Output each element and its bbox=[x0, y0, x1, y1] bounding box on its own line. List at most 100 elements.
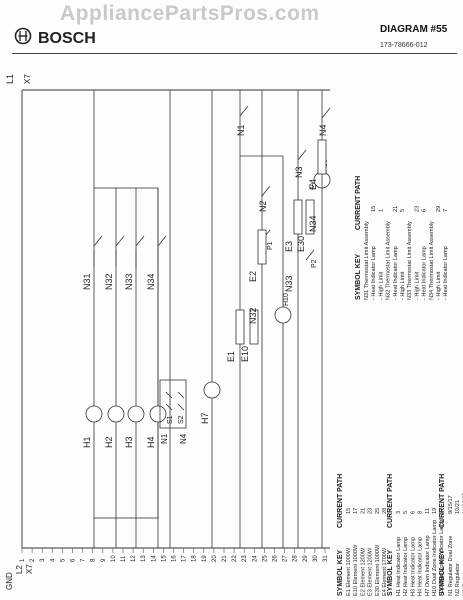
legend-header-path: CURRENT PATH bbox=[355, 176, 362, 230]
lamp-bank bbox=[85, 90, 167, 548]
branch-e4-labels: E4 N4 N34 bbox=[308, 124, 328, 232]
n1-label: N1 bbox=[236, 124, 246, 136]
legend-row-path: 7 bbox=[443, 209, 449, 212]
n34-label: N34 bbox=[146, 273, 156, 290]
n33-label: N33 bbox=[124, 273, 134, 290]
legend-row-path: 21 bbox=[393, 206, 399, 212]
element-e2-icon bbox=[257, 229, 267, 265]
legend-row-label: E30 Element 1000W bbox=[375, 544, 381, 596]
brand-name: BOSCH bbox=[38, 30, 96, 47]
watermark: AppliancePartsPros.com bbox=[60, 2, 320, 25]
legend-row-path: 6 bbox=[422, 209, 428, 212]
branch-e4 bbox=[317, 90, 331, 548]
legend-row-path: 28 bbox=[382, 508, 388, 514]
switch-n32-icon bbox=[115, 235, 125, 266]
legend-row-path: 1 bbox=[378, 209, 384, 212]
legend-row-label: H30 Dual Zone Indicator Lamp bbox=[439, 520, 445, 596]
legend-row-label: E2 Element 1200W bbox=[360, 547, 366, 596]
legend-row-path: 6 bbox=[410, 511, 416, 514]
path-number: 2 bbox=[30, 558, 36, 562]
legend-row-label: N1 Regulator Dual Zone bbox=[448, 536, 454, 596]
switch-n2-icon bbox=[261, 185, 271, 197]
legend-row-path: 19 bbox=[432, 508, 438, 514]
n4-group-label: N4 bbox=[179, 433, 188, 444]
e1-label: E1 bbox=[226, 351, 236, 362]
path-number: 22 bbox=[232, 555, 238, 562]
switch-s1-icon bbox=[165, 391, 173, 411]
branch-e2-labels: E2 N2 N32 bbox=[248, 200, 268, 324]
path-number: 8 bbox=[91, 558, 97, 562]
element-e3-icon bbox=[293, 199, 303, 235]
legend-row-path: 23 bbox=[368, 508, 374, 514]
path-number: 6 bbox=[71, 558, 77, 562]
path-number: 14 bbox=[151, 555, 157, 562]
legend-row-label: E1 Element 1000W bbox=[346, 547, 352, 596]
legend-header-symbol: SYMBOL KEY bbox=[439, 550, 446, 596]
legend-row-label: - Heat Indicator Lamp bbox=[393, 246, 399, 300]
h3-label: H3 bbox=[124, 436, 134, 448]
path-number: 15 bbox=[161, 555, 167, 562]
legend-row-label: H2 Heat Indicator Lamp bbox=[403, 537, 409, 596]
n32-label: N32 bbox=[104, 273, 114, 290]
lamp-h7-icon bbox=[203, 381, 221, 399]
lamp-h2-icon bbox=[107, 405, 125, 423]
path-number: 27 bbox=[283, 555, 289, 562]
oven-lamp-branch bbox=[203, 90, 221, 548]
legend-row-label: N34 Thermostat Limit Assembly bbox=[429, 221, 435, 300]
path-number: 23 bbox=[242, 555, 248, 562]
diagram-title: DIAGRAM #55 bbox=[380, 24, 448, 35]
legend-lamps: SYMBOL KEY CURRENT PATH H1 Heat Indicator … bbox=[387, 474, 445, 596]
h10-label: H10 bbox=[283, 293, 290, 306]
gnd-label: GND bbox=[5, 572, 14, 590]
element-e30-icon bbox=[305, 199, 315, 235]
legend-row-path: 15 bbox=[371, 206, 377, 212]
bosch-logo-icon bbox=[14, 27, 32, 45]
s1-label: S1 bbox=[167, 415, 174, 424]
legend-row-label: H3 Heat Indicator Lamp bbox=[410, 537, 416, 596]
path-number: 20 bbox=[212, 555, 218, 562]
path-number: 24 bbox=[252, 555, 258, 562]
path-number: 4 bbox=[50, 558, 56, 562]
part-number: 173-78666-012 bbox=[380, 42, 428, 49]
n32-branch-label: N32 bbox=[248, 307, 258, 324]
path-number: 9 bbox=[101, 558, 107, 562]
legend-row-path: 5 bbox=[400, 209, 406, 212]
legend-row-path: 3 bbox=[396, 511, 402, 514]
legend-row-label: N2 Regulator bbox=[455, 563, 461, 596]
legend-row-path: 17 bbox=[353, 508, 359, 514]
supply-labels: L1 X7 GND L2 X7 bbox=[5, 74, 34, 590]
legend-row-label: E10 Element 1000W bbox=[353, 544, 359, 596]
element-e1-icon bbox=[235, 309, 245, 345]
lamp-h1-icon bbox=[85, 405, 103, 423]
path-number: 26 bbox=[273, 555, 279, 562]
dual-zone-branch-1-labels: E1 E10 H10 N1 P1 bbox=[226, 124, 290, 362]
legend-row-path: 11 bbox=[425, 508, 431, 514]
element-e4-icon bbox=[317, 139, 327, 175]
legend-row-label: E3 Element 1200W bbox=[368, 547, 374, 596]
lamp-h4-icon bbox=[149, 405, 167, 423]
lamp-h10-icon bbox=[274, 306, 292, 324]
x7-top-label: X7 bbox=[23, 74, 32, 84]
path-number: 16 bbox=[172, 555, 178, 562]
e4-label: E4 bbox=[308, 179, 318, 190]
legend-row-path: 29 bbox=[436, 206, 442, 212]
legend-header-symbol: SYMBOL KEY bbox=[355, 254, 362, 300]
path-number: 13 bbox=[141, 555, 147, 562]
legend-row-label: H1 Heat Indicator Lamp bbox=[396, 537, 402, 596]
legend-header-path: CURRENT PATH bbox=[439, 474, 446, 528]
lamp-bank-frame bbox=[93, 187, 159, 519]
legend-row-label: H10 Dual Zone Indicator Lamp bbox=[432, 520, 438, 596]
legend-row-label: - Heat Indicator Lamp bbox=[371, 246, 377, 300]
lamp-bank-labels: H1 H2 H3 H4 N31 N32 N33 N34 bbox=[82, 273, 156, 448]
h1-label: H1 bbox=[82, 436, 92, 448]
h4-label: H4 bbox=[146, 436, 156, 448]
p1-label: P1 bbox=[267, 241, 274, 250]
dual-zone-branch-1 bbox=[235, 90, 292, 548]
path-number: 3 bbox=[40, 558, 46, 562]
legend-row-label: - High Limit bbox=[378, 271, 384, 300]
lamp-h3-icon bbox=[127, 405, 145, 423]
